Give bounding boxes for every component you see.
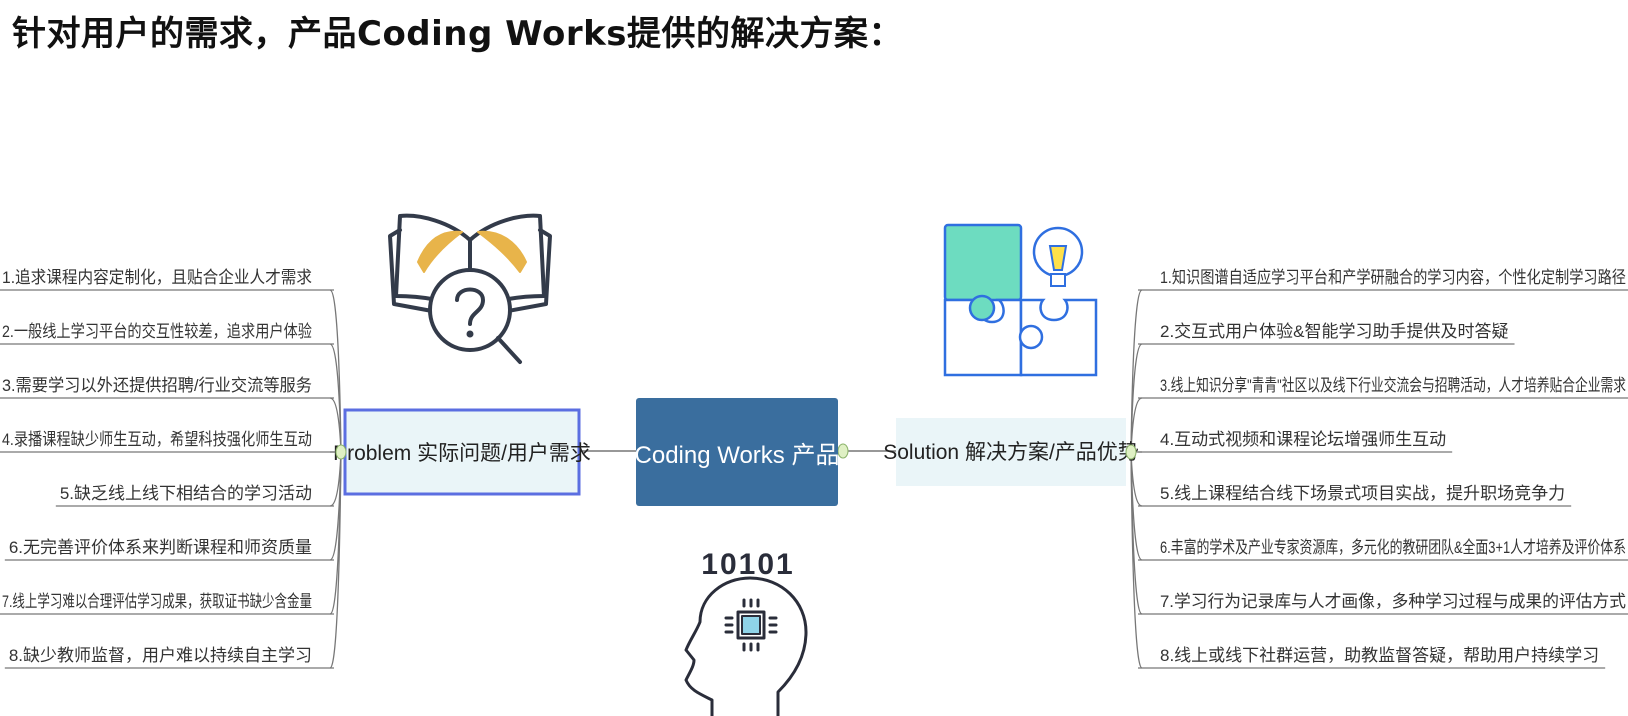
item-label: 2.交互式用户体验&智能学习助手提供及时答疑 (1160, 322, 1509, 341)
solution-node[interactable]: Solution 解决方案/产品优势 (883, 418, 1139, 486)
item-connector (329, 343, 342, 453)
problem-item-5[interactable]: 5.缺乏线上线下相结合的学习活动 (55, 451, 342, 507)
collapse-handle-center-right[interactable] (837, 443, 849, 459)
collapse-handle-right[interactable] (1125, 444, 1137, 460)
item-label: 3.线上知识分享"青青"社区以及线下行业交流会与招聘活动，人才培养贴合企业需求 (1160, 376, 1626, 395)
item-label: 7.线上学习难以合理评估学习成果，获取证书缺少含金量 (2, 592, 312, 611)
item-label: 8.线上或线下社群运营，助教监督答疑，帮助用户持续学习 (1160, 646, 1599, 665)
book-question-icon (388, 213, 552, 364)
item-label: 1.追求课程内容定制化，且贴合企业人才需求 (2, 268, 312, 287)
item-label: 4.录播课程缺少师生互动，希望科技强化师生互动 (2, 430, 312, 449)
solution-item-3[interactable]: 3.线上知识分享"青青"社区以及线下行业交流会与招聘活动，人才培养贴合企业需求 (1130, 376, 1628, 453)
item-label: 7.学习行为记录库与人才画像，多种学习过程与成果的评估方式 (1160, 592, 1626, 611)
item-label: 6.无完善评价体系来判断课程和师资质量 (9, 538, 312, 557)
solution-item-2[interactable]: 2.交互式用户体验&智能学习助手提供及时答疑 (1130, 322, 1515, 453)
item-label: 8.缺少教师监督，用户难以持续自主学习 (9, 646, 312, 665)
center-node-label: Coding Works 产品 (635, 442, 840, 469)
problem-item-1[interactable]: 1.追求课程内容定制化，且贴合企业人才需求 (0, 268, 342, 453)
solution-item-4[interactable]: 4.互动式视频和课程论坛增强师生互动 (1131, 430, 1453, 453)
problem-item-3[interactable]: 3.需要学习以外还提供招聘/行业交流等服务 (0, 376, 342, 453)
item-connector (1130, 397, 1143, 453)
item-label: 1.知识图谱自适应学习平台和产学研融合的学习内容，个性化定制学习路径 (1160, 268, 1626, 287)
item-connector (329, 451, 342, 669)
item-connector (1130, 343, 1143, 453)
puzzle-lightbulb-icon (943, 223, 1098, 377)
item-label: 4.互动式视频和课程论坛增强师生互动 (1160, 430, 1446, 449)
solution-item-8[interactable]: 8.线上或线下社群运营，助教监督答疑，帮助用户持续学习 (1130, 451, 1606, 669)
problem-item-7[interactable]: 7.线上学习难以合理评估学习成果，获取证书缺少含金量 (0, 451, 342, 615)
solution-item-7[interactable]: 7.学习行为记录库与人才画像，多种学习过程与成果的评估方式 (1130, 451, 1628, 615)
solution-items: 1.知识图谱自适应学习平台和产学研融合的学习内容，个性化定制学习路径 2.交互式用… (1130, 268, 1628, 669)
binary-label: 10101 (701, 548, 794, 581)
problem-item-8[interactable]: 8.缺少教师监督，用户难以持续自主学习 (4, 451, 342, 669)
item-label: 5.缺乏线上线下相结合的学习活动 (60, 484, 312, 503)
center-node[interactable]: Coding Works 产品 (635, 398, 840, 506)
item-label: 6.丰富的学术及产业专家资源库，多元化的教研团队&全面3+1人才培养及评价体系 (1160, 538, 1626, 557)
problem-node[interactable]: Problem 实际问题/用户需求 (333, 408, 591, 496)
item-label: 2.一般线上学习平台的交互性较差，追求用户体验 (2, 322, 312, 341)
item-label: 3.需要学习以外还提供招聘/行业交流等服务 (2, 376, 312, 395)
item-connector (1130, 451, 1143, 669)
solution-item-1[interactable]: 1.知识图谱自适应学习平台和产学研融合的学习内容，个性化定制学习路径 (1130, 268, 1628, 453)
item-connector (329, 397, 342, 453)
problem-item-4[interactable]: 4.录播课程缺少师生互动，希望科技强化师生互动 (0, 430, 341, 453)
page-title: 针对用户的需求，产品Coding Works提供的解决方案： (12, 14, 903, 54)
solution-node-label: Solution 解决方案/产品优势 (883, 441, 1139, 464)
problem-item-2[interactable]: 2.一般线上学习平台的交互性较差，追求用户体验 (0, 322, 342, 453)
item-label: 5.线上课程结合线下场景式项目实战，提升职场竞争力 (1160, 484, 1565, 503)
problem-items: 1.追求课程内容定制化，且贴合企业人才需求 2.一般线上学习平台的交互性较差，追求… (0, 268, 342, 669)
problem-node-label: Problem 实际问题/用户需求 (333, 442, 591, 465)
solution-item-5[interactable]: 5.线上课程结合线下场景式项目实战，提升职场竞争力 (1130, 451, 1572, 507)
head-chip-icon (684, 576, 808, 716)
collapse-handle-left[interactable] (335, 444, 347, 460)
